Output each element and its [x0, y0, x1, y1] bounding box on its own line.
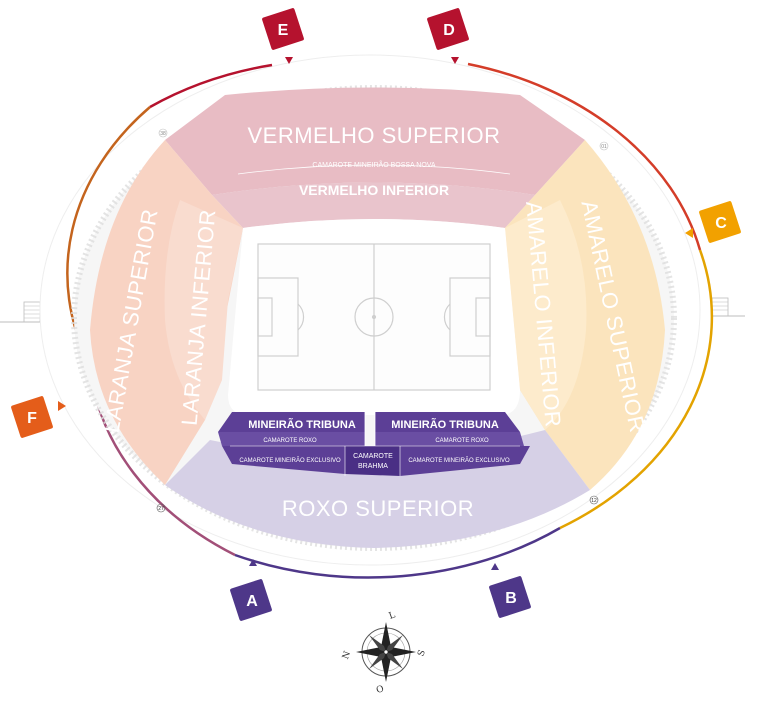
right-side-structure — [711, 297, 745, 317]
sector-camarote-exclusivo-right[interactable] — [400, 446, 530, 476]
left-side-structure — [0, 301, 41, 323]
svg-text:F: F — [27, 410, 37, 427]
svg-text:12: 12 — [591, 498, 597, 504]
compass-east-label: L — [388, 610, 397, 621]
sector-mineirao-tribuna-right[interactable] — [375, 412, 520, 432]
sector-camarote-brahma[interactable] — [345, 446, 400, 476]
svg-text:B: B — [505, 590, 517, 607]
label-vermelho-inferior: VERMELHO INFERIOR — [299, 182, 449, 198]
football-pitch — [257, 243, 491, 391]
sector-camarote-roxo-right[interactable] — [375, 432, 524, 446]
sector-vermelho-superior[interactable] — [165, 87, 585, 196]
svg-text:27: 27 — [158, 506, 164, 512]
svg-text:E: E — [278, 22, 289, 39]
svg-text:38: 38 — [160, 131, 166, 137]
label-camarote-roxo-right: CAMAROTE ROXO — [435, 438, 489, 444]
sector-camarote-exclusivo-left[interactable] — [222, 446, 345, 474]
sector-laranja-inferior[interactable] — [164, 200, 243, 420]
gate-d[interactable]: D — [427, 8, 470, 64]
seat-marker-27: 27 — [156, 503, 166, 513]
svg-text:A: A — [246, 593, 258, 610]
label-camarote-exclusivo-left: CAMAROTE MINEIRÃO EXCLUSIVO — [239, 457, 341, 464]
seat-marker-12: 12 — [589, 495, 599, 505]
label-camarote-brahma-1: CAMAROTE — [353, 453, 393, 460]
rim-red-left — [149, 63, 273, 109]
gate-a[interactable]: A — [230, 559, 273, 621]
compass-west-label: O — [375, 684, 385, 696]
label-camarote-exclusivo-right: CAMAROTE MINEIRÃO EXCLUSIVO — [408, 457, 510, 464]
gate-b[interactable]: B — [489, 563, 532, 618]
compass-north-label: N — [341, 650, 353, 661]
svg-text:01: 01 — [601, 144, 607, 150]
svg-text:C: C — [715, 215, 727, 232]
sector-vermelho-inferior[interactable] — [212, 182, 535, 229]
rim-purple — [234, 526, 561, 579]
label-vermelho-superior: VERMELHO SUPERIOR — [248, 123, 501, 148]
label-tribuna-right: MINEIRÃO TRIBUNA — [391, 418, 499, 431]
svg-text:D: D — [443, 22, 455, 39]
rim-yellow — [559, 249, 714, 530]
gate-e[interactable]: E — [262, 8, 305, 64]
label-roxo-superior: ROXO SUPERIOR — [282, 496, 474, 521]
rim-red-right — [467, 62, 702, 251]
compass-south-label: S — [416, 649, 428, 658]
sector-camarote-roxo-left[interactable] — [218, 432, 365, 446]
label-camarote-brahma-2: BRAHMA — [358, 463, 388, 470]
gate-f[interactable]: F — [11, 396, 66, 439]
label-tribuna-left: MINEIRÃO TRIBUNA — [248, 418, 356, 431]
sector-amarelo-inferior[interactable] — [505, 200, 587, 430]
seat-marker-38: 38 — [158, 128, 168, 138]
sector-mineirao-tribuna-left[interactable] — [218, 412, 365, 432]
gate-c[interactable]: C — [685, 201, 741, 244]
seat-marker-1: 01 — [599, 141, 609, 151]
label-camarote-bossa-nova: CAMAROTE MINEIRÃO BOSSA NOVA — [312, 160, 436, 169]
compass-rose-icon — [356, 622, 416, 682]
label-camarote-roxo-left: CAMAROTE ROXO — [263, 438, 317, 444]
